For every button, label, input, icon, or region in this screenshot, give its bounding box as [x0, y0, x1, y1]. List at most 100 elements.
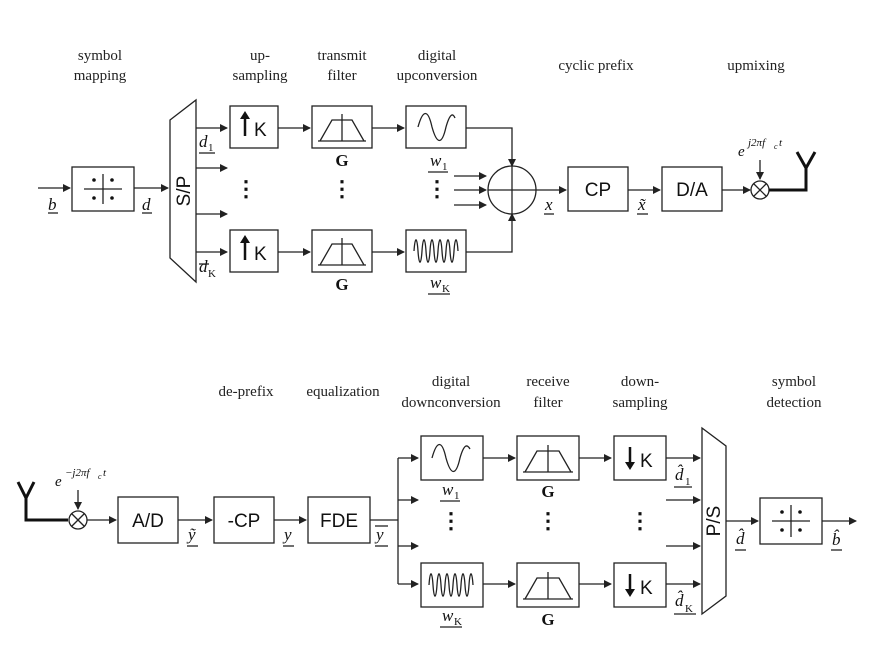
signal-dK-hat: d̂: [675, 591, 684, 610]
downconversion-block-1: [420, 435, 484, 481]
down-arrow-icon: [625, 447, 635, 470]
rx-antenna-icon: [16, 481, 68, 522]
upsample-k-1: K: [254, 120, 267, 141]
upconversion-block-1: [405, 105, 467, 149]
signal-w1-rx-sub: 1: [454, 490, 460, 502]
ellipsis-up: ⋮: [235, 176, 257, 201]
svg-text:t: t: [103, 467, 107, 479]
ad-label: A/D: [132, 511, 164, 532]
signal-d1: d: [199, 132, 208, 151]
da-block: [661, 166, 723, 212]
ps-label: P/S: [704, 506, 725, 537]
carrier-rx-exp: e −j2πf c t: [55, 467, 107, 490]
up-arrow-icon: [240, 111, 250, 136]
svg-text:c: c: [98, 472, 102, 481]
constellation-icon: [772, 505, 810, 537]
label-upmixing: upmixing: [727, 58, 785, 74]
sine-wave-icon: [431, 443, 471, 473]
filter-response-icon: [318, 114, 366, 142]
signal-dK-sub: K: [208, 268, 216, 280]
signal-w1-rx: w: [442, 480, 454, 499]
signal-d1-hat: d̂: [675, 465, 684, 484]
label-upsampling-2: sampling: [233, 68, 288, 84]
signal-d1-sub: 1: [208, 142, 214, 154]
label-symbol-mapping-1: symbol: [78, 48, 122, 64]
label-digital-downconversion-1: digital: [432, 374, 470, 390]
sp-block: [169, 98, 197, 284]
upsample-block-K: [229, 229, 279, 273]
summation-node-icon: [487, 165, 537, 215]
cp-remove-label: -CP: [228, 511, 261, 532]
signal-d1-hat-sub: 1: [685, 476, 691, 488]
signal-d-hat: d̂: [736, 529, 745, 548]
svg-text:e: e: [738, 144, 745, 160]
label-digital-downconversion-2: downconversion: [401, 395, 501, 411]
svg-text:−j2πf: −j2πf: [65, 467, 91, 479]
down-arrow-icon: [625, 574, 635, 597]
label-symbol-detection-1: symbol: [772, 374, 816, 390]
signal-wK-rx-sub: K: [454, 616, 462, 628]
ellipsis-filter: ⋮: [331, 176, 353, 201]
cp-label: CP: [585, 180, 611, 201]
svg-text:t: t: [779, 137, 783, 149]
label-de-prefix: de-prefix: [219, 384, 274, 400]
tx-antenna-icon: [769, 151, 817, 192]
sine-wave-icon: [417, 112, 456, 142]
constellation-icon: [84, 174, 122, 204]
signal-wK-rx: w: [442, 606, 454, 625]
filter-g-tx-K: G: [335, 275, 348, 294]
filter-g-tx-1: G: [335, 151, 348, 170]
fde-label: FDE: [320, 511, 358, 532]
ad-block: [117, 496, 179, 544]
ellipsis-rx-filter: ⋮: [537, 508, 559, 533]
up-arrow-icon: [240, 235, 250, 260]
label-transmit-filter-2: filter: [327, 68, 356, 84]
filter-response-icon: [318, 238, 366, 266]
svg-text:e: e: [55, 474, 62, 490]
label-downsampling-1: down-: [621, 374, 659, 390]
signal-b-hat: b̂: [832, 530, 841, 549]
svg-text:c: c: [774, 142, 778, 151]
high-freq-wave-icon: [413, 239, 459, 263]
signal-dK-hat-sub: K: [685, 603, 693, 615]
arrow-to-sum-bottom: [466, 213, 516, 253]
filter-response-icon: [523, 445, 573, 473]
signal-x-tilde: x̃: [637, 195, 646, 214]
label-upsampling-1: up-: [250, 48, 270, 64]
filter-g-rx-K: G: [541, 610, 554, 629]
carrier-tx-exp: e j2πf c t: [738, 137, 783, 160]
ellipsis-down: ⋮: [629, 508, 651, 533]
filter-g-rx-1: G: [541, 482, 554, 501]
fde-block: [307, 496, 371, 544]
ellipsis-downconv: ⋮: [440, 508, 462, 533]
transmitter-chain: symbol mapping up- sampling transmit fil…: [38, 48, 817, 295]
label-cyclic-prefix: cyclic prefix: [558, 58, 634, 74]
ps-block: [701, 426, 727, 616]
label-symbol-mapping-2: mapping: [74, 68, 127, 84]
mixer-icon: [68, 510, 88, 530]
label-receive-filter-2: filter: [533, 395, 562, 411]
arrow-to-sum-top: [466, 127, 516, 167]
label-equalization: equalization: [306, 384, 380, 400]
label-symbol-detection-2: detection: [767, 395, 822, 411]
signal-w1-tx-sub: 1: [442, 161, 448, 173]
signal-y-bar: y: [374, 525, 384, 544]
signal-dK: d: [199, 257, 208, 276]
label-digital-upconversion-2: upconversion: [397, 68, 478, 84]
downsample-k-K: K: [640, 578, 653, 599]
signal-x: x: [544, 195, 553, 214]
signal-b: b: [48, 195, 57, 214]
high-freq-wave-icon: [428, 573, 474, 597]
sp-label: S/P: [174, 176, 195, 207]
label-receive-filter-1: receive: [526, 374, 570, 390]
signal-y-tilde: ỹ: [186, 525, 196, 544]
downconversion-block-K: [420, 562, 484, 608]
mixer-icon: [750, 180, 770, 200]
signal-y: y: [282, 525, 292, 544]
label-downsampling-2: sampling: [613, 395, 668, 411]
signal-d: d: [142, 195, 151, 214]
label-transmit-filter-1: transmit: [317, 48, 367, 64]
signal-wK-tx-sub: K: [442, 283, 450, 295]
da-label: D/A: [676, 180, 708, 201]
